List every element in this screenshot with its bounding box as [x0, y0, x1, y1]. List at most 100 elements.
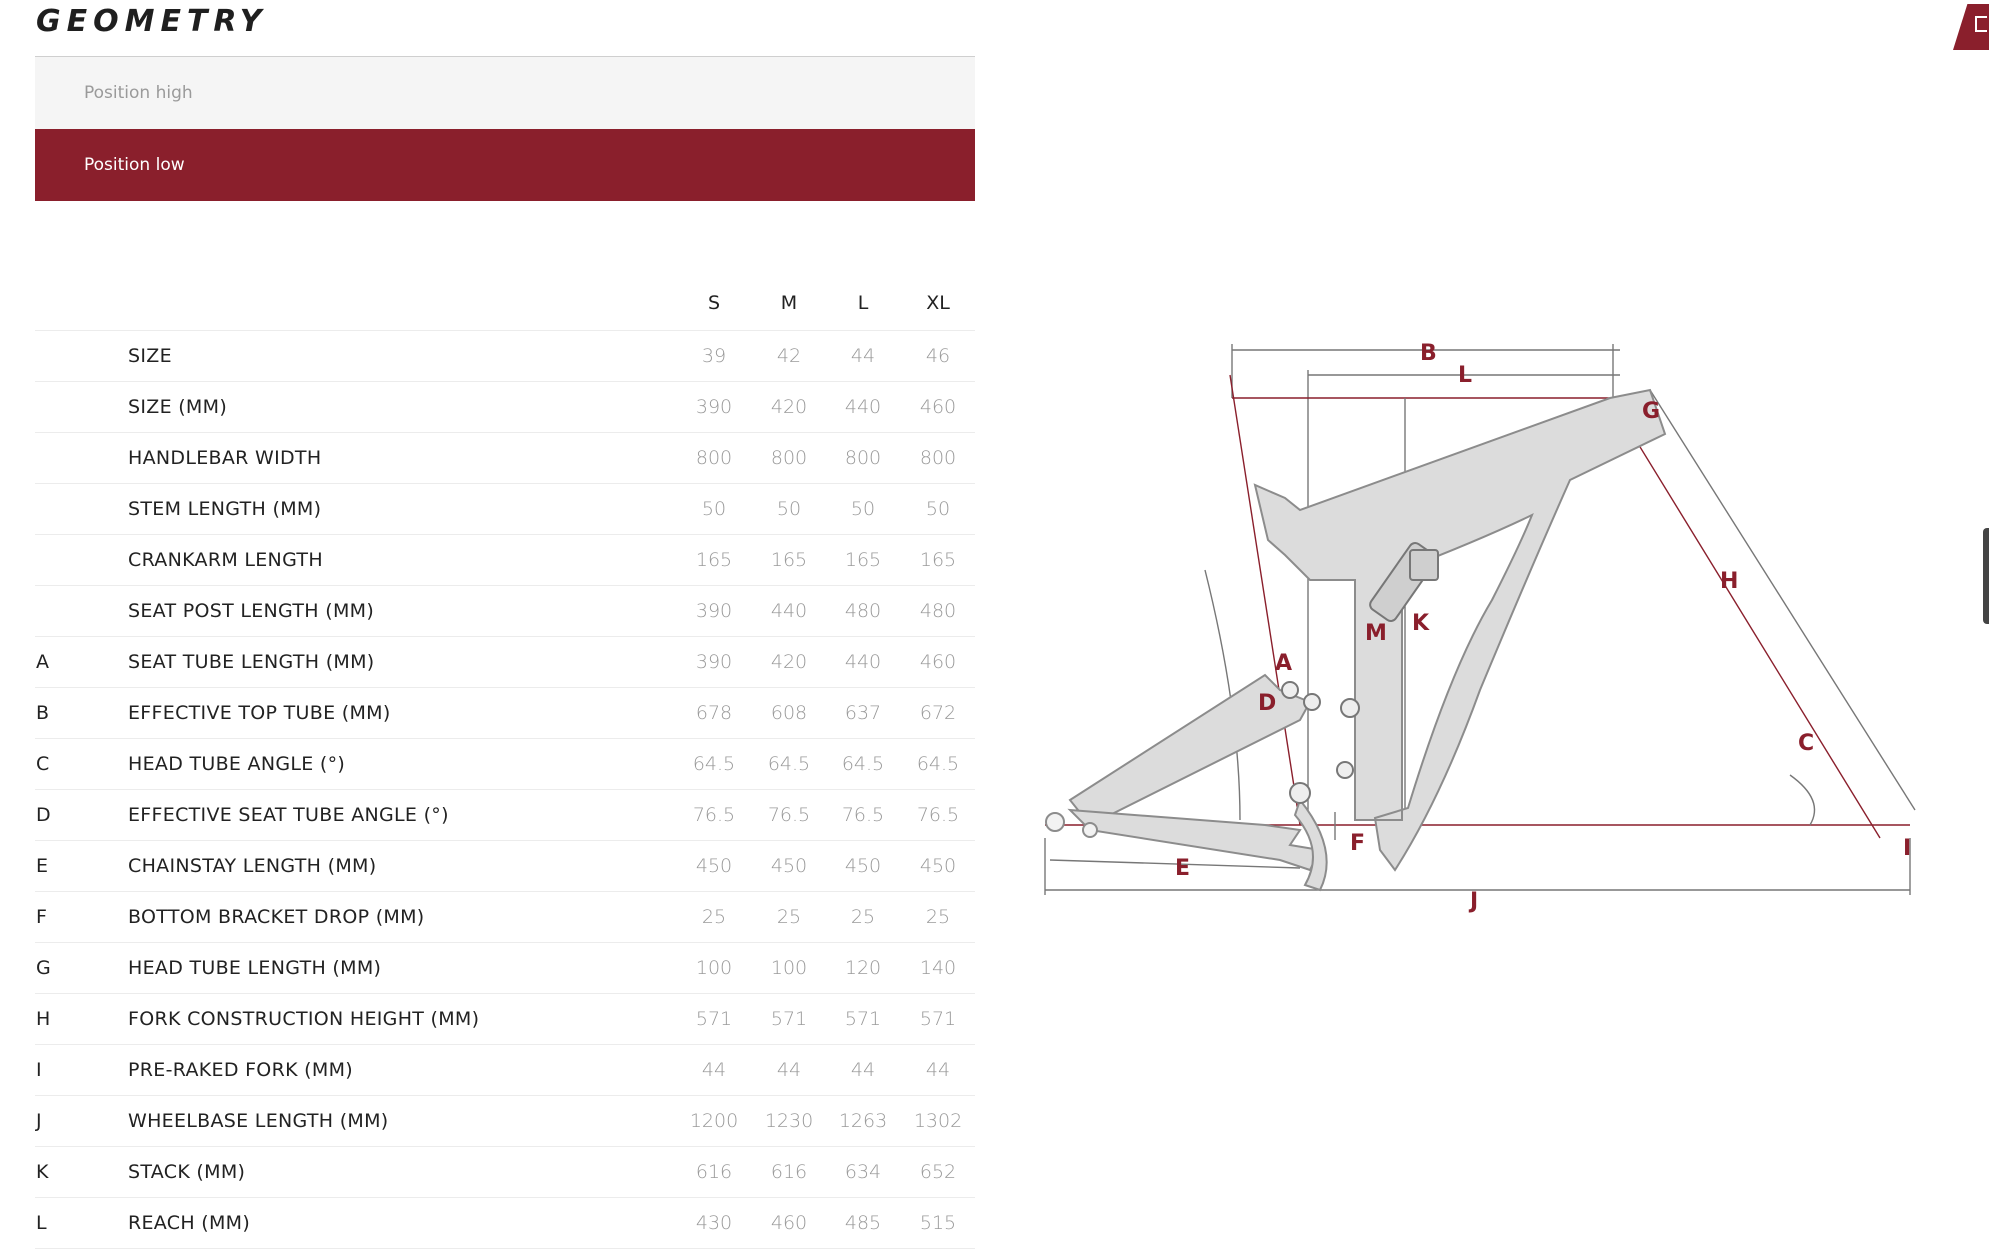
table-cell: 460: [919, 396, 957, 418]
row-label: STEM LENGTH (MM): [128, 498, 322, 520]
table-cell: 140: [919, 957, 957, 979]
dimension-letter: K: [36, 1161, 49, 1183]
share-button[interactable]: [1953, 4, 1989, 50]
table-cell: 1302: [913, 1110, 963, 1132]
bike-frame: [1045, 388, 1667, 892]
page-title: GEOMETRY: [36, 4, 268, 39]
row-label: STACK (MM): [128, 1161, 246, 1183]
dim-label-L: L: [1458, 363, 1472, 388]
table-cell: 39: [701, 345, 727, 367]
column-header: L: [857, 292, 869, 314]
table-cell: 50: [925, 498, 951, 520]
table-cell: 44: [850, 1059, 876, 1081]
table-cell: 64.5: [692, 753, 736, 775]
table-cell: 64.5: [916, 753, 960, 775]
row-label: SEAT POST LENGTH (MM): [128, 600, 375, 622]
table-cell: 800: [695, 447, 733, 469]
table-cell: 440: [844, 396, 882, 418]
dim-label-F: F: [1350, 831, 1365, 856]
table-cell: 440: [770, 600, 808, 622]
tab-position-low[interactable]: Position low: [35, 129, 975, 201]
dim-label-I: I: [1903, 836, 1911, 861]
table-cell: 25: [925, 906, 951, 928]
table-cell: 76.5: [767, 804, 811, 826]
scrollbar-handle[interactable]: [1983, 528, 1989, 624]
table-cell: 76.5: [841, 804, 885, 826]
table-cell: 120: [844, 957, 882, 979]
table-cell: 64.5: [767, 753, 811, 775]
table-cell: 42: [776, 345, 802, 367]
table-cell: 44: [925, 1059, 951, 1081]
dim-label-H: H: [1720, 569, 1738, 594]
dim-label-M: M: [1365, 621, 1387, 646]
table-cell: 76.5: [692, 804, 736, 826]
dim-label-G: G: [1642, 399, 1660, 424]
dim-label-A: A: [1275, 651, 1292, 676]
bike-geometry-diagram: B L G H K M A D C F E I J: [1044, 341, 1916, 914]
table-cell: 50: [701, 498, 727, 520]
row-label: CHAINSTAY LENGTH (MM): [128, 855, 377, 877]
table-cell: 440: [844, 651, 882, 673]
title-divider: [35, 56, 975, 57]
table-cell: 515: [919, 1212, 957, 1234]
table-cell: 44: [701, 1059, 727, 1081]
row-label: CRANKARM LENGTH: [128, 549, 323, 571]
table-cell: 485: [844, 1212, 882, 1234]
table-cell: 390: [695, 651, 733, 673]
dim-label-E: E: [1175, 856, 1190, 881]
dimension-letter: J: [36, 1110, 42, 1132]
row-label: REACH (MM): [128, 1212, 251, 1234]
table-cell: 25: [776, 906, 802, 928]
table-cell: 420: [770, 396, 808, 418]
dim-label-K: K: [1412, 611, 1430, 636]
table-cell: 460: [770, 1212, 808, 1234]
dimension-letter: I: [36, 1059, 42, 1081]
table-cell: 480: [844, 600, 882, 622]
table-cell: 390: [695, 600, 733, 622]
dimension-letter: H: [36, 1008, 51, 1030]
table-cell: 165: [844, 549, 882, 571]
table-cell: 25: [701, 906, 727, 928]
rear-shock: [1281, 541, 1439, 804]
table-cell: 1230: [764, 1110, 814, 1132]
table-cell: 571: [695, 1008, 733, 1030]
column-header: M: [780, 292, 798, 314]
row-label: BOTTOM BRACKET DROP (MM): [128, 906, 425, 928]
tab-position-high[interactable]: Position high: [35, 57, 975, 129]
dimension-letter: A: [36, 651, 49, 673]
row-label: EFFECTIVE TOP TUBE (MM): [128, 702, 391, 724]
dimension-letter: G: [36, 957, 51, 979]
dim-label-D: D: [1258, 691, 1276, 716]
table-cell: 44: [776, 1059, 802, 1081]
table-cell: 46: [925, 345, 951, 367]
table-cell: 616: [770, 1161, 808, 1183]
table-cell: 25: [850, 906, 876, 928]
table-cell: 1263: [838, 1110, 888, 1132]
row-label: SIZE: [128, 345, 172, 367]
dimension-labels: B L G H K M A D C F E I J: [1175, 341, 1911, 914]
table-cell: 480: [919, 600, 957, 622]
table-cell: 1200: [689, 1110, 739, 1132]
table-row: SEAT POST LENGTH (MM) 390 440 480 480: [35, 586, 975, 637]
row-label: EFFECTIVE SEAT TUBE ANGLE (°): [128, 804, 449, 826]
table-cell: 50: [850, 498, 876, 520]
row-label: PRE-RAKED FORK (MM): [128, 1059, 353, 1081]
dimension-letter: C: [36, 753, 50, 775]
table-cell: 800: [770, 447, 808, 469]
table-cell: 652: [919, 1161, 957, 1183]
table-cell: 800: [919, 447, 957, 469]
dim-label-C: C: [1798, 731, 1814, 756]
